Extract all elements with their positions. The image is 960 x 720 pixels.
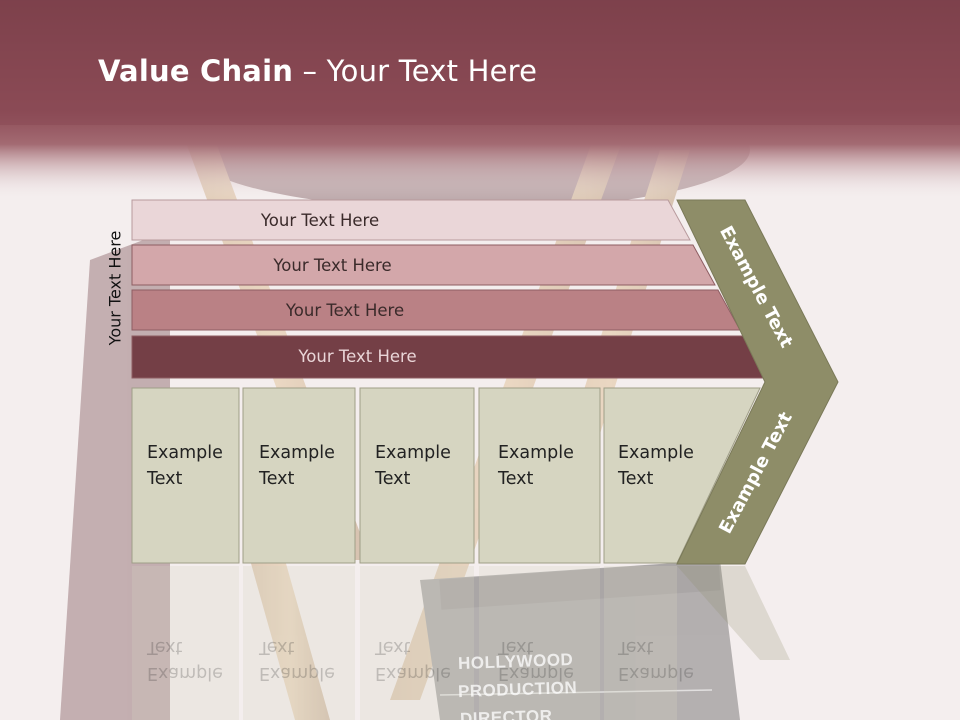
box-2: [242, 387, 356, 564]
clapper-line-1: HOLLYWOOD: [457, 649, 574, 674]
box-reflection-shape-2: [243, 566, 355, 720]
clapper-line-2: PRODUCTION: [457, 677, 578, 702]
band-label-3: Your Text Here: [285, 300, 405, 320]
band-1: [131, 199, 691, 241]
box-4: [478, 387, 601, 564]
box-reflection-shape-1: [132, 566, 239, 720]
clapper-line-3: DIRECTOR: [459, 706, 553, 720]
chevron-arrow: [676, 199, 839, 565]
box-1: [131, 387, 240, 564]
title-rest: – Your Text Here: [293, 54, 538, 88]
box-3: [359, 387, 475, 564]
box-reflection-shape-3: [360, 566, 474, 720]
band-2: [131, 244, 716, 286]
band-label-1: Your Text Here: [260, 210, 380, 230]
band-label-2: Your Text Here: [273, 255, 392, 275]
band-label-4: Your Text Here: [298, 346, 417, 366]
box-reflection-shape-4: [479, 566, 600, 720]
page-title: Value Chain – Your Text Here: [98, 54, 537, 88]
title-bold: Value Chain: [98, 54, 294, 88]
box-reflection-shape-5: [604, 566, 677, 720]
